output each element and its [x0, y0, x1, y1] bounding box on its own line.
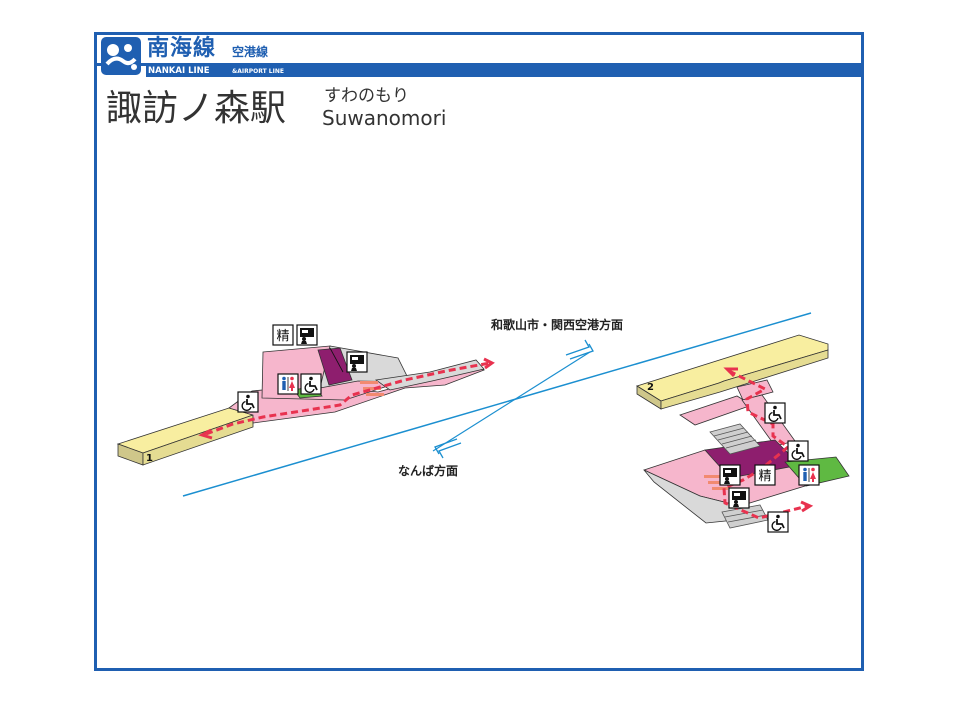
platform-2-label: 2 — [647, 382, 654, 393]
stairs-east — [709, 423, 769, 529]
fare-adjustment-icon-east: 精 — [754, 464, 776, 486]
route-arrow-east-icon — [723, 367, 738, 378]
ticket-machine-icon-east-2 — [728, 487, 750, 509]
line-name: 南海線 — [147, 36, 217, 61]
ticket-machine-icon-2 — [346, 351, 368, 373]
wheelchair-icon — [237, 391, 259, 413]
leader-line — [329, 347, 344, 373]
svg-text:精: 精 — [276, 329, 289, 344]
direction-up-label: 和歌山市・関西空港方面 — [491, 318, 624, 332]
gate-stripes-west — [360, 381, 384, 396]
platform-1-area — [116, 407, 255, 466]
direction-down-label: なんば方面 — [398, 464, 459, 478]
wheelchair-icon-east-1 — [764, 402, 786, 424]
route-arrow-west-exit-icon — [483, 357, 495, 370]
header-band — [146, 66, 861, 77]
restroom-icon — [277, 373, 299, 395]
station-name-kana: すわのもり — [324, 86, 409, 106]
direction-down-arrow-icon — [434, 438, 462, 459]
route-arrow-west-icon — [198, 428, 213, 440]
wheelchair-icon-east-3 — [767, 511, 789, 533]
station-name-en: Suwanomori — [322, 106, 447, 130]
route-path-west — [205, 361, 491, 436]
nankai-logo-icon — [105, 44, 137, 70]
fare-adjustment-icon: 精 — [272, 324, 294, 346]
wheelchair-icon-east-2 — [787, 440, 809, 462]
ticket-machine-icon-east — [719, 464, 741, 486]
route-arrow-east-exit-icon — [800, 500, 814, 513]
line-subname: 空港線 — [232, 45, 269, 59]
wheelchair-restroom-icon — [300, 373, 322, 395]
ticket-machine-icon — [296, 324, 318, 346]
restroom-icon-east — [798, 464, 820, 486]
map-frame — [94, 32, 864, 671]
header-divider — [97, 63, 861, 66]
gate-stripes-east — [704, 475, 728, 490]
direction-up-arrow-icon — [565, 339, 594, 360]
platform-1-label: 1 — [146, 453, 153, 464]
svg-text:精: 精 — [758, 469, 771, 484]
line-subname-en: &AIRPORT LINE — [232, 68, 284, 75]
line-name-en: NANKAI LINE — [148, 66, 210, 76]
station-name: 諏訪ノ森駅 — [106, 88, 287, 129]
center-track-line — [432, 351, 591, 452]
nankai-logo — [101, 37, 141, 75]
rail-line — [182, 312, 812, 497]
